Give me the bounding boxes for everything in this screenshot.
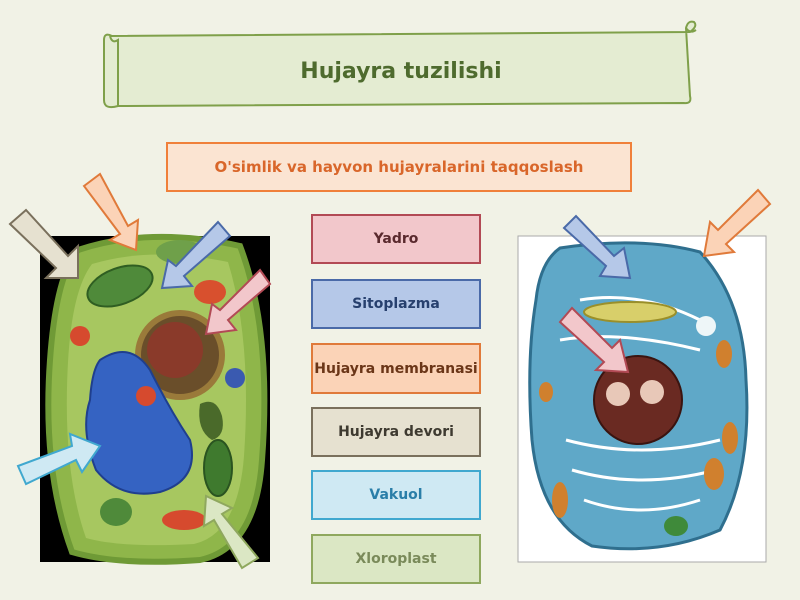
arrow-cytoplasm-plant	[160, 220, 232, 290]
arrow-nucleus-plant	[204, 268, 272, 336]
animal-nucleus-shape	[593, 355, 683, 445]
arrow-vacuole	[16, 432, 102, 486]
arrow-membrane-plant	[82, 172, 140, 252]
chloroplast-shape	[86, 264, 154, 308]
arrow-membrane-animal	[702, 188, 772, 258]
vacuole-shape	[85, 351, 193, 495]
arrow-chloroplast	[202, 494, 260, 570]
label-xloroplast: Xloroplast	[311, 534, 481, 584]
label-yadro: Yadro	[311, 214, 481, 264]
page-title: Hujayra tuzilishi	[300, 58, 502, 84]
plant-cell-image	[40, 233, 270, 565]
title-scroll-banner	[103, 20, 697, 109]
animal-cell-image	[517, 235, 767, 563]
arrow-cytoplasm-animal	[562, 214, 632, 280]
arrow-nucleus-animal	[558, 306, 630, 374]
label-membrana: Hujayra membranasi	[311, 343, 481, 394]
arrow-cell-wall	[8, 208, 79, 279]
label-devor: Hujayra devori	[311, 407, 481, 457]
page-subtitle: O'simlik va hayvon hujayralarini taqqosl…	[166, 142, 632, 192]
label-sitoplazma: Sitoplazma	[311, 279, 481, 329]
label-vakuol: Vakuol	[311, 470, 481, 520]
